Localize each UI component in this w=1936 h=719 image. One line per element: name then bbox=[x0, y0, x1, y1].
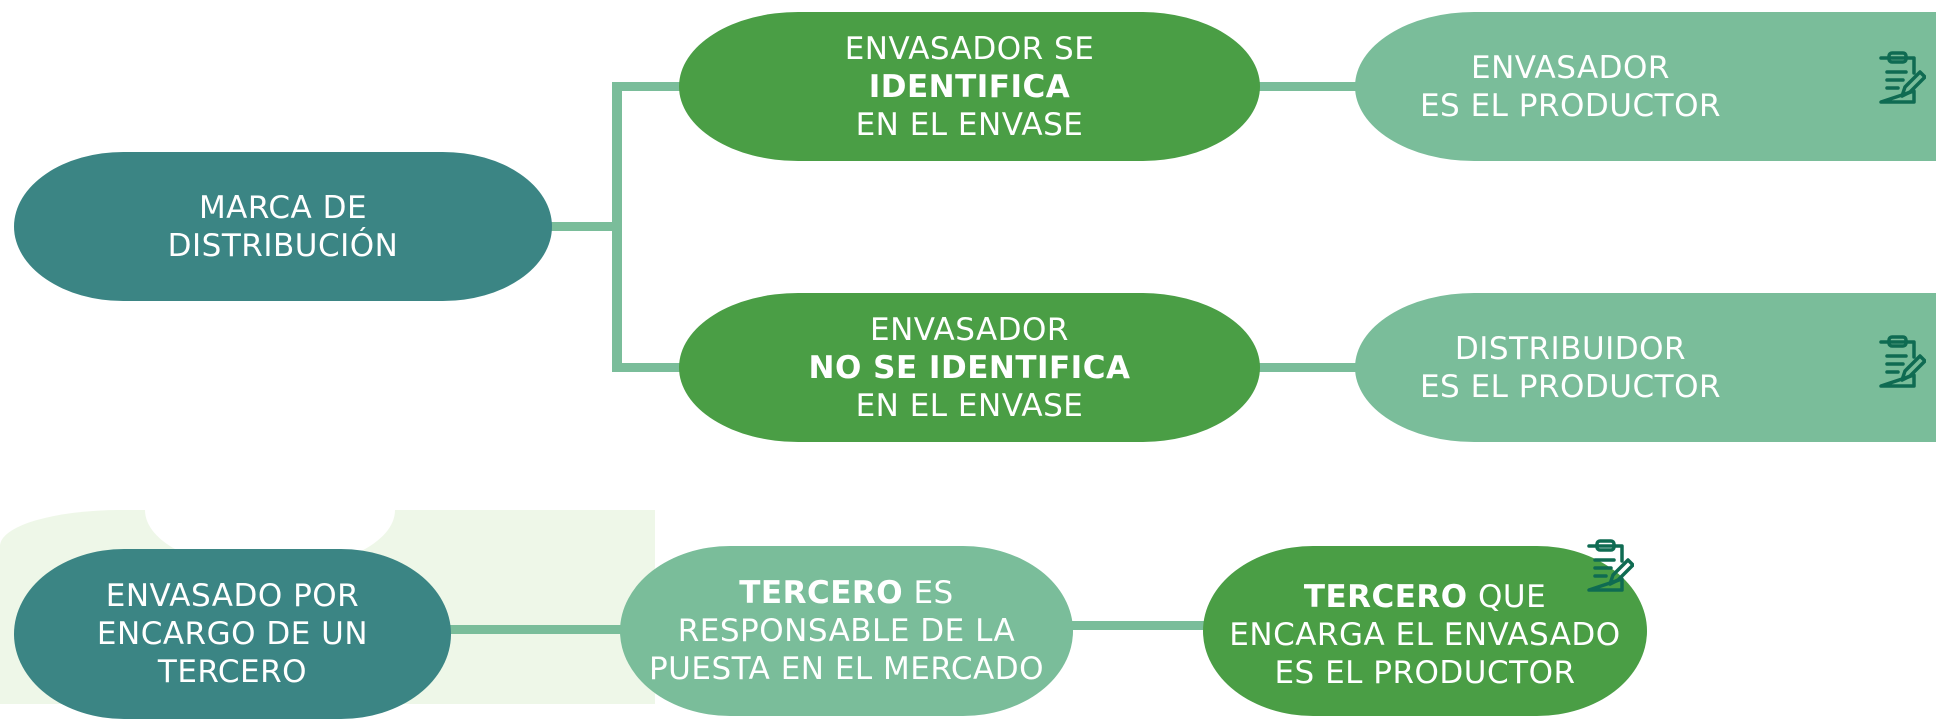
node-label-line: ENVASADOR bbox=[1471, 49, 1670, 86]
node-label-line: ES EL PRODUCTOR bbox=[1419, 368, 1722, 405]
node-label-line: ENCARGO DE UN bbox=[96, 616, 369, 652]
clipboard-edit-icon bbox=[1879, 335, 1926, 388]
node-label-bold: TERCERO bbox=[1303, 579, 1468, 615]
node-label-line: TERCERO ES bbox=[739, 574, 953, 612]
node-envasador-no-se-identifica: ENVASADOR NO SE IDENTIFICA EN EL ENVASE bbox=[679, 293, 1260, 442]
node-distribuidor-es-el-productor: DISTRIBUIDOR ES EL PRODUCTOR bbox=[1355, 293, 1936, 442]
connector-to-branch2 bbox=[612, 363, 684, 372]
connector-to-branch1 bbox=[612, 82, 684, 91]
node-label-line: ENVASADOR bbox=[870, 311, 1069, 348]
connector-bottom-root-to-middle bbox=[445, 625, 625, 634]
node-envasador-es-el-productor: ENVASADOR ES EL PRODUCTOR bbox=[1355, 12, 1936, 161]
node-envasado-por-encargo: ENVASADO POR ENCARGO DE UN TERCERO bbox=[14, 549, 451, 719]
connector-branch1-to-result1 bbox=[1255, 82, 1360, 91]
node-label-bold: NO SE IDENTIFICA bbox=[808, 349, 1131, 386]
node-label-line: DISTRIBUIDOR bbox=[1454, 330, 1687, 367]
node-label-line: TERCERO QUE bbox=[1304, 578, 1546, 616]
node-tercero-es-responsable: TERCERO ES RESPONSABLE DE LA PUESTA EN E… bbox=[620, 546, 1073, 716]
connector-bottom-middle-to-result bbox=[1068, 621, 1208, 630]
node-tercero-que-encarga: TERCERO QUE ENCARGA EL ENVASADO ES EL PR… bbox=[1203, 546, 1647, 716]
clipboard-edit-icon bbox=[1587, 539, 1634, 592]
node-label-line: ENCARGA EL ENVASADO bbox=[1229, 617, 1621, 653]
node-label-line: IDENTIFICA bbox=[869, 68, 1071, 106]
node-label-line: ENVASADOR SE bbox=[844, 30, 1095, 67]
node-label-line: RESPONSABLE DE LA bbox=[677, 613, 1016, 649]
connector-root-to-trunk bbox=[548, 222, 614, 231]
node-label-line: EN EL ENVASE bbox=[855, 387, 1084, 424]
node-label-line: ENVASADO POR bbox=[105, 578, 360, 614]
node-label-line: TERCERO bbox=[157, 654, 308, 690]
node-label-bold: IDENTIFICA bbox=[868, 68, 1071, 105]
node-label-line: ES EL PRODUCTOR bbox=[1274, 655, 1576, 691]
node-label-line: EN EL ENVASE bbox=[855, 106, 1084, 143]
connector-branch2-to-result2 bbox=[1255, 363, 1360, 372]
node-marca-de-distribucion: MARCA DE DISTRIBUCIÓN bbox=[14, 152, 552, 301]
node-label-bold: TERCERO bbox=[739, 575, 904, 611]
node-label-line: MARCA DE bbox=[198, 189, 368, 226]
node-label-line: PUESTA EN EL MERCADO bbox=[648, 651, 1045, 687]
node-envasador-se-identifica: ENVASADOR SE IDENTIFICA EN EL ENVASE bbox=[679, 12, 1260, 161]
node-label-line: NO SE IDENTIFICA bbox=[809, 349, 1131, 387]
connector-trunk bbox=[612, 82, 622, 372]
node-label-line: ES EL PRODUCTOR bbox=[1419, 87, 1722, 124]
node-label-line: DISTRIBUCIÓN bbox=[167, 227, 399, 264]
node-label-text: QUE bbox=[1467, 579, 1547, 615]
node-label-text: ES bbox=[903, 575, 954, 611]
clipboard-edit-icon bbox=[1879, 51, 1926, 104]
